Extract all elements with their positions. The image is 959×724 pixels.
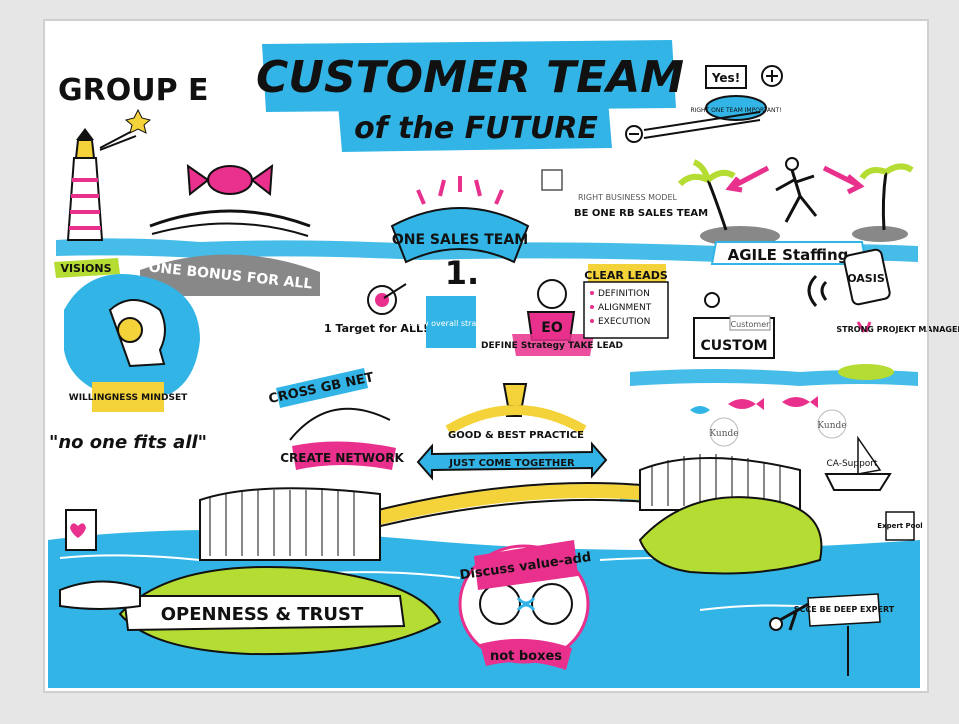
define-strategy-ribbon bbox=[512, 334, 594, 356]
strong-pm-label: STRONG PROJEKT MANAGER bbox=[836, 325, 959, 334]
ship-icon bbox=[824, 435, 892, 491]
pm-island bbox=[838, 364, 894, 380]
target-icon bbox=[367, 283, 407, 315]
willingness-label: WILLINGNESS MINDSET bbox=[69, 393, 188, 403]
clear-leads-list bbox=[583, 281, 669, 339]
one-target-label: 1 Target for ALL! bbox=[324, 322, 428, 335]
kunde-label-1: Kunde bbox=[709, 429, 738, 439]
execution-label: EXECUTION bbox=[598, 317, 650, 327]
title-banner: CUSTOMER TEAM of the FUTURE bbox=[256, 40, 684, 152]
bonus-crowd-icon bbox=[149, 209, 311, 237]
diver-icon bbox=[769, 600, 813, 631]
be-one-rb-sales-team-label: BE ONE RB SALES TEAM bbox=[574, 208, 708, 219]
puzzle-icon bbox=[541, 169, 563, 191]
expert-pool-label: Expert Pool bbox=[877, 522, 922, 530]
one-sales-team-label: ONE SALES TEAM bbox=[392, 232, 528, 248]
deep-expert-sign bbox=[807, 593, 881, 627]
come-together-arrow bbox=[416, 441, 608, 481]
clear-leads-label: CLEAR LEADS bbox=[584, 269, 668, 282]
eo-label: EO bbox=[541, 320, 563, 336]
openness-trust-label: OPENNESS & TRUST bbox=[161, 604, 364, 625]
openness-trust-banner bbox=[122, 595, 406, 632]
define-strategy-label: DEFINE Strategy TAKE LEAD bbox=[481, 341, 623, 351]
scce-deep-expert-label: SCCE BE DEEP EXPERT bbox=[794, 605, 895, 614]
right-business-model-label: RIGHT BUSINESS MODEL bbox=[578, 193, 677, 202]
agile-staffing-label: AGILE Staffing bbox=[728, 246, 849, 264]
pm-figure-icon bbox=[856, 321, 872, 333]
strategy-box bbox=[426, 296, 476, 348]
right-island bbox=[638, 496, 823, 575]
not-boxes-ribbon bbox=[480, 638, 572, 670]
candy-icon bbox=[186, 163, 274, 196]
one-team-label: RIGHT ONE TEAM IMPORTANT! bbox=[690, 107, 781, 114]
group-label: GROUP E bbox=[58, 73, 209, 108]
just-come-together-label: JUST COME TOGETHER bbox=[448, 458, 575, 469]
yes-label: Yes! bbox=[711, 71, 740, 85]
runner-icon bbox=[775, 157, 818, 223]
custom-label: CUSTOM bbox=[700, 338, 767, 354]
arrow-left-icon bbox=[725, 165, 770, 193]
definition-label: DEFINITION bbox=[598, 289, 650, 299]
practice-arc bbox=[445, 405, 587, 435]
create-network-ribbon bbox=[292, 441, 396, 470]
kunde-bubble-1 bbox=[709, 417, 739, 447]
custom-desk-icon bbox=[693, 292, 775, 359]
paper-frame bbox=[43, 19, 929, 693]
visions-label: VISIONS bbox=[60, 262, 111, 275]
no-one-fits-label: "no one fits all" bbox=[49, 432, 207, 453]
one-sales-team-banner: ONE SALES TEAM bbox=[390, 176, 530, 264]
arrow-right-icon bbox=[822, 165, 865, 195]
kunde-bubble-2 bbox=[817, 409, 847, 439]
phone-icon: OASIS bbox=[807, 248, 891, 307]
number-one: 1. bbox=[445, 254, 479, 292]
network-arc-icon bbox=[289, 407, 391, 441]
willingness-box bbox=[92, 382, 164, 412]
expert-pool-box bbox=[885, 511, 915, 541]
hand-heart-icon bbox=[59, 509, 141, 610]
fish-group-icon bbox=[690, 396, 818, 414]
not-boxes-label: not boxes bbox=[490, 649, 562, 664]
ca-support-label: CA-Support bbox=[826, 459, 878, 469]
lightbulb-icon bbox=[117, 317, 143, 343]
good-best-practice-label: GOOD & BEST PRACTICE bbox=[448, 430, 584, 441]
palm-island-right bbox=[852, 163, 914, 242]
alignment-label: ALIGNMENT bbox=[598, 303, 652, 313]
page-subtitle: of the FUTURE bbox=[354, 111, 598, 146]
crowd-left-icon bbox=[199, 487, 381, 561]
bonus-hill bbox=[140, 254, 320, 296]
customer-label: Customer bbox=[731, 320, 771, 329]
lighthouse-icon bbox=[66, 108, 152, 241]
crowd-right-icon bbox=[639, 454, 801, 511]
create-network-label: CREATE NETWORK bbox=[280, 451, 404, 465]
thinking-head-icon bbox=[64, 274, 200, 398]
kunde-label-2: Kunde bbox=[817, 421, 846, 431]
discuss-ribbon bbox=[474, 540, 578, 590]
cross-gb-ribbon bbox=[276, 368, 368, 408]
yes-team-sign: Yes! RIGHT ONE TEAM IMPORTANT! bbox=[625, 65, 783, 143]
visions-ribbon bbox=[54, 258, 120, 278]
page-title: CUSTOMER TEAM bbox=[256, 52, 684, 103]
clear-leads-box bbox=[588, 264, 666, 284]
allow-strategy-label: allow overall strategy bbox=[408, 319, 495, 328]
oasis-label: OASIS bbox=[847, 272, 885, 285]
